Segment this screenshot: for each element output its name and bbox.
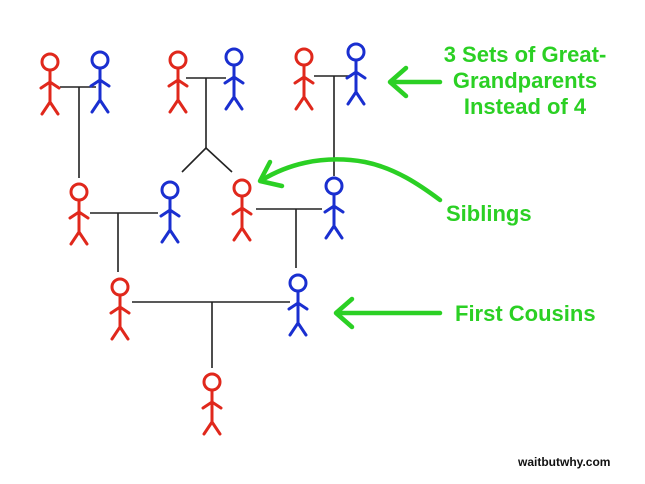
sibling-branch-left: [181, 147, 207, 173]
arrow-first-cousins: [333, 296, 443, 330]
gp1-male-figure: [159, 180, 181, 244]
cousin-female-figure: [109, 277, 131, 341]
site-credit: waitbutwhy.com: [518, 455, 611, 469]
cousin-male-figure: [287, 273, 309, 337]
sibling-branch-right: [205, 147, 233, 173]
gg1-female-figure: [39, 52, 61, 116]
gg3-female-figure: [293, 47, 315, 111]
tree-connectors: [60, 75, 352, 368]
great-grandparents-label-line1: 3 Sets of Great-: [443, 42, 607, 67]
gp1-female-figure: [68, 182, 90, 246]
arrow-siblings: [257, 157, 443, 203]
child-female-figure: [201, 372, 223, 436]
gg3-male-figure: [345, 42, 367, 106]
gp2-female-figure: [231, 178, 253, 242]
great-grandparents-label: 3 Sets of Great- Grandparents Instead of…: [410, 42, 640, 120]
arrow-great-grandparents: [387, 65, 443, 99]
siblings-label: Siblings: [446, 201, 532, 226]
first-cousins-label: First Cousins: [455, 301, 596, 326]
great-grandparents-label-line3: Instead of 4: [463, 94, 587, 119]
annotation-arrows: [257, 65, 443, 330]
gg1-male-figure: [89, 50, 111, 114]
gg2-male-figure: [223, 47, 245, 111]
gg2-female-figure: [167, 50, 189, 114]
gp2-male-figure: [323, 176, 345, 240]
great-grandparents-label-line2: Grandparents: [452, 68, 598, 93]
